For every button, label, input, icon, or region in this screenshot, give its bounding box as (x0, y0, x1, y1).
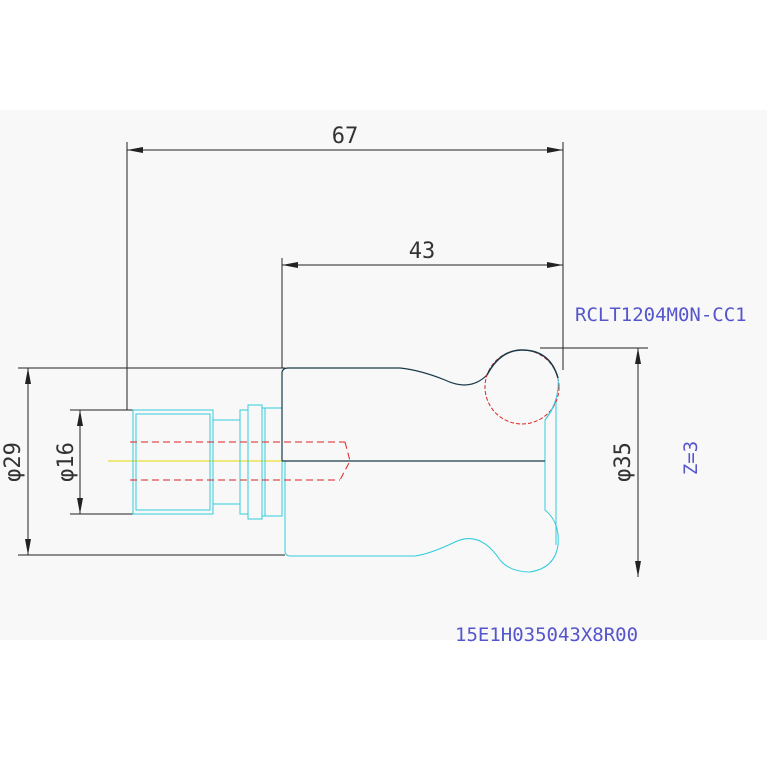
dimension-text-67: 67 (332, 124, 359, 149)
collar-3 (261, 407, 283, 517)
teeth-count-label: Z=3 (680, 441, 702, 475)
body-lower-cyan (284, 420, 559, 573)
dimension-43 (281, 258, 563, 368)
dimension-text-phi35: φ35 (611, 442, 636, 482)
thread-section (132, 409, 214, 515)
dimension-phi16 (70, 409, 135, 515)
part-number-label: 15E1H035043X8R00 (455, 624, 638, 646)
body-top-profile (281, 367, 488, 461)
insert-cutting-edge (486, 349, 559, 379)
insert-lower-edge (544, 377, 559, 421)
body-outline (281, 367, 545, 462)
body-side-cyan (544, 399, 557, 545)
dimension-phi29 (18, 367, 285, 556)
dimension-67 (126, 142, 564, 410)
bore-tip (339, 441, 351, 481)
dimension-text-phi29: φ29 (1, 442, 26, 482)
dimension-text-43: 43 (409, 239, 436, 264)
bore-hidden-lines (130, 441, 351, 481)
insert-code-label: RCLT1204M0N-CC1 (575, 304, 747, 326)
shank-cyan-outline (132, 399, 559, 573)
dimension-phi35 (540, 347, 648, 577)
collar-2 (247, 404, 263, 520)
collar-1 (239, 409, 249, 515)
thread-inner (135, 413, 211, 511)
dimension-text-phi16: φ16 (54, 442, 79, 482)
insert-profile (484, 349, 560, 425)
